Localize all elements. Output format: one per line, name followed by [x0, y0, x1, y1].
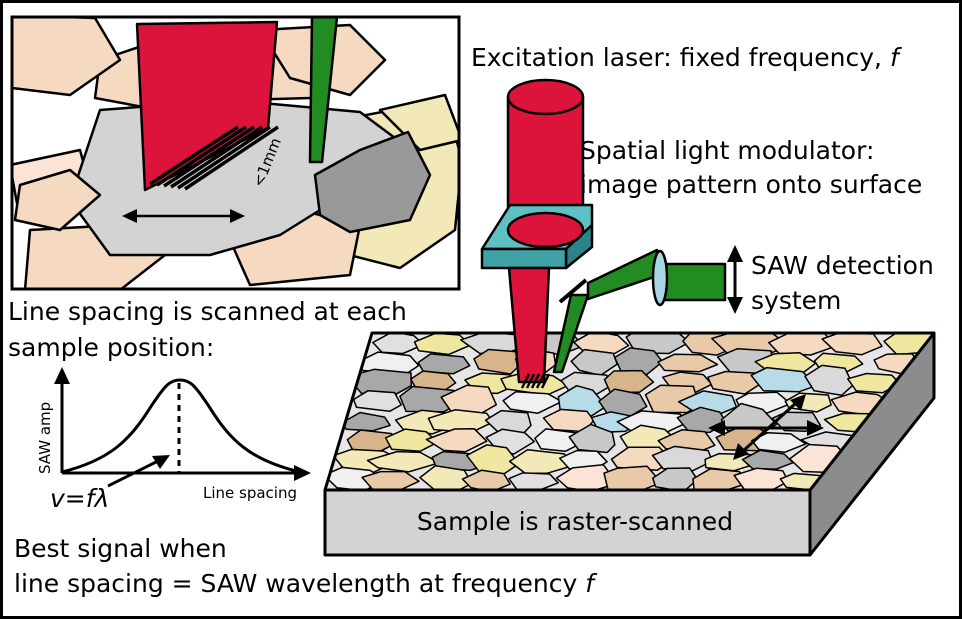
sample-grain [568, 423, 616, 454]
slm-label-line2: image pattern onto surface [580, 170, 922, 199]
sample-grains [325, 333, 934, 490]
excitation-laser-label: Excitation laser: fixed frequency, f [471, 43, 902, 72]
sample-grain [461, 469, 511, 490]
sample-grain [846, 372, 901, 394]
sample-grain [508, 472, 559, 490]
sample-grain [372, 333, 425, 355]
detector-beam-input [586, 248, 659, 301]
laser-exit-aperture [506, 211, 585, 249]
sample-grain [502, 390, 563, 415]
detector-vertical-arrow [727, 245, 743, 314]
saw-detection-system [552, 248, 727, 374]
detector-housing [662, 262, 727, 302]
saw-detection-label-line1: SAW detection [751, 251, 934, 280]
sample-grain [603, 465, 663, 490]
plot-x-label: Line spacing [203, 484, 297, 502]
resonance-curve [61, 378, 301, 474]
sample-grain [419, 465, 473, 490]
equation-pointer-line [107, 458, 161, 488]
sample-grain [652, 467, 699, 490]
sample-grain [692, 467, 747, 490]
sample-grain [555, 463, 619, 490]
sample-grain [733, 467, 789, 490]
detector-lens [651, 249, 669, 307]
sample-grain [651, 445, 714, 472]
slm-front [480, 247, 568, 270]
sample-grain [750, 366, 818, 393]
raster-scan-arrows [708, 394, 824, 460]
plot-y-arrowhead [54, 367, 70, 384]
sample-grain [625, 333, 691, 355]
line-spacing-label-line2: sample position: [8, 333, 214, 362]
sample-grain [384, 428, 439, 453]
detector-probe-beam [552, 293, 590, 374]
sample-grain [741, 449, 794, 470]
resonance-plot: SAW amp Line spacing v=fλ [36, 367, 311, 513]
sample-raster-label: Sample is raster-scanned [417, 507, 733, 536]
sample-grain [557, 384, 607, 417]
sample-grain [804, 364, 854, 397]
slm-label-line1: Spatial light modulator: [580, 136, 874, 165]
sample-block: Sample is raster-scanned [323, 331, 936, 557]
best-signal-label-line1: Best signal when [14, 534, 227, 563]
sample-grain [366, 450, 440, 473]
velocity-equation: v=fλ [50, 484, 109, 513]
sample-grain [751, 432, 807, 453]
inset-zoom-view: <1mm [10, 15, 461, 291]
sample-grain [413, 333, 472, 356]
equation-pointer-head [152, 455, 170, 469]
laser-cylinder-top [506, 78, 585, 116]
inset-frame [10, 15, 461, 291]
excitation-beam [507, 266, 551, 389]
inset-grain-dark [313, 130, 432, 234]
sample-grain [768, 333, 837, 356]
sample-grain [657, 353, 719, 373]
best-signal-label-line2: line spacing = SAW wavelength at frequen… [14, 569, 597, 598]
inset-grain [13, 168, 102, 232]
inset-grating-lines [149, 125, 279, 191]
inset-spacing-arrow [122, 209, 245, 223]
plot-x-arrowhead [294, 465, 311, 481]
saw-detection-label-line2: system [751, 286, 841, 315]
sample-grain [417, 353, 471, 375]
sample-grain [361, 470, 420, 490]
sample-grain [613, 347, 664, 376]
sample-grain [603, 369, 655, 394]
line-spacing-label-line1: Line spacing is scanned at each [8, 297, 407, 326]
detector-mirror [558, 278, 588, 304]
plot-y-label: SAW amp [36, 402, 54, 474]
sample-top-outline [323, 331, 936, 492]
sample-grain [425, 428, 488, 453]
